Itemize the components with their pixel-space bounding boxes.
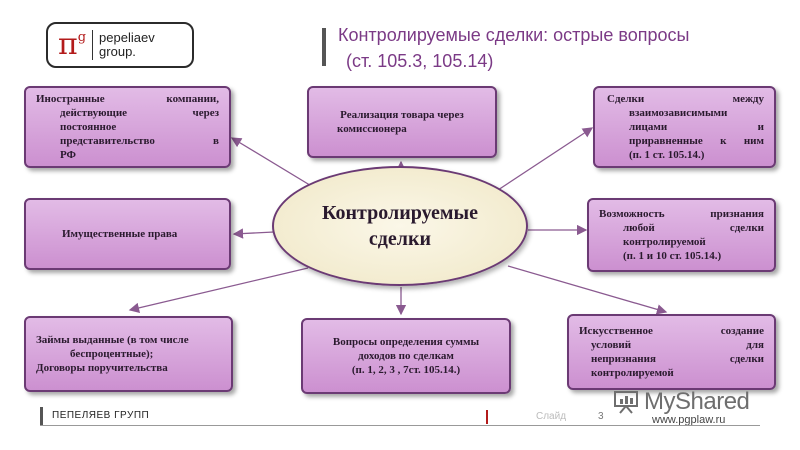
node-line: (п. 1 ст. 105.14.) [629, 149, 705, 161]
node-any-transaction-controlled: Возможность признания любой сделки контр… [587, 198, 776, 272]
company-logo: π g pepeliaev group. [46, 22, 194, 68]
node-line: лицами и [629, 121, 764, 133]
node-line: РФ [60, 149, 76, 161]
node-line: постоянное [60, 121, 117, 133]
node-line: доходов по сделкам [358, 350, 454, 362]
node-line: взаимозависимыми [629, 107, 728, 119]
node-loans-guarantees: Займы выданные (в том числе беспроцентны… [24, 316, 233, 392]
node-artificial-conditions: Искусственное создание условий для непри… [567, 314, 776, 390]
node-line: Возможность признания [599, 208, 764, 220]
node-line: Имущественные права [62, 228, 178, 240]
logo-pi-symbol: π [58, 27, 78, 62]
node-line: Иностранные компании, [36, 93, 219, 105]
arrow-to-foreign [230, 137, 319, 191]
node-line: (п. 1, 2, 3 , 7ст. 105.14.) [351, 364, 461, 376]
node-related-party-transactions: Сделки между взаимозависимыми лицами и п… [593, 86, 776, 168]
footer-company: ПЕПЕЛЯЕВ ГРУПП [52, 410, 150, 421]
node-line: Искусственное создание [579, 325, 764, 337]
arrow-to-property [232, 228, 275, 239]
node-property-rights: Имущественные права [24, 198, 231, 270]
center-line2: сделки [368, 228, 432, 250]
footer-url[interactable]: www.pgplaw.ru [652, 414, 726, 426]
title-line2: (ст. 105.3, 105.14) [346, 51, 494, 71]
title-accent-bar [322, 28, 326, 66]
node-line: Договоры поручительства [36, 362, 168, 374]
logo-line2: group. [99, 44, 136, 59]
footer-accent-bar [40, 407, 43, 425]
node-line: непризнания сделки [591, 353, 764, 365]
node-line: приравненные к ним [629, 135, 764, 147]
node-line: (п. 1 и 10 ст. 105.14.) [623, 250, 722, 262]
node-line: представительство в [60, 135, 219, 147]
watermark-text: MyShared [644, 388, 750, 415]
node-line: Вопросы определения суммы [332, 336, 480, 348]
footer-slide-label: Слайд [536, 411, 567, 422]
arrow-to-related [497, 127, 594, 191]
arrow-to-loans [128, 267, 309, 313]
slide-title: Контролируемые сделки: острые вопросы (с… [338, 22, 798, 74]
logo-wordmark: pepeliaev group. [99, 31, 155, 59]
footer-line [40, 425, 760, 426]
node-line: Сделки между [607, 93, 764, 105]
node-line: условий для [591, 339, 764, 351]
node-line: действующие через [60, 107, 219, 119]
node-line: Займы выданные (в том числе [36, 334, 189, 346]
node-line: контролируемой [623, 236, 706, 248]
node-foreign-companies: Иностранные компании, действующие через … [24, 86, 231, 168]
logo-line1: pepeliaev [99, 30, 155, 45]
footer-divider-mark [486, 410, 488, 424]
node-sales-via-commission-agent: Реализация товара через комиссионера [307, 86, 497, 158]
node-line: комиссионера [337, 123, 407, 135]
node-line: беспроцентные); [70, 348, 154, 360]
logo-superscript: g [77, 30, 87, 45]
myshared-watermark: MyShared [612, 388, 750, 416]
center-node-controlled-transactions: Контролируемые сделки [272, 166, 528, 286]
center-line1: Контролируемые [322, 202, 478, 224]
node-line: Реализация товара через [340, 109, 464, 121]
arrow-to-artificial [507, 265, 668, 315]
logo-divider [92, 30, 94, 60]
title-line1: Контролируемые сделки: острые вопросы [338, 25, 690, 45]
node-income-determination: Вопросы определения суммы доходов по сде… [301, 318, 511, 394]
presentation-board-icon [612, 390, 640, 414]
node-line: контролируемой [591, 367, 674, 379]
footer-slide-number: 3 [598, 411, 604, 422]
node-line: любой сделки [623, 222, 764, 234]
